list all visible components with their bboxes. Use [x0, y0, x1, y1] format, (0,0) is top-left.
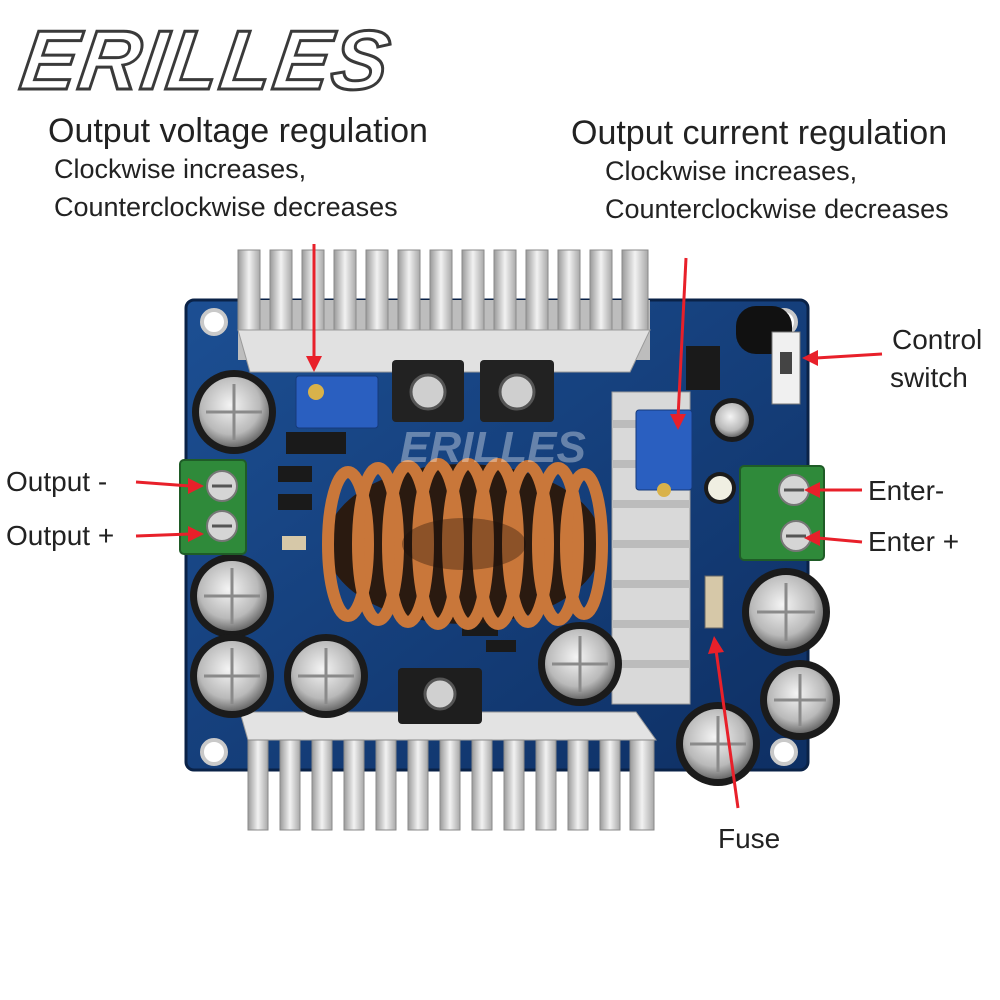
control-switch-label-line2: switch: [890, 362, 968, 393]
voltage-potentiometer: [295, 375, 379, 429]
arrow-output-plus: [135, 526, 204, 542]
bottom-heatsink: [239, 668, 657, 831]
current-regulation-title: Output current regulation: [571, 114, 948, 152]
arrow-output-minus: [135, 478, 204, 494]
arrow-voltage: [306, 244, 322, 372]
control-switch-label-line1: Control: [892, 324, 983, 355]
brand-watermark: ERILLES: [400, 423, 586, 472]
enter-minus-label: Enter-: [868, 475, 945, 506]
arrow-current: [670, 257, 688, 430]
voltage-regulation-title: Output voltage regulation: [48, 112, 428, 150]
arrow-enter-plus: [804, 530, 863, 546]
enter-plus-label: Enter +: [868, 526, 960, 557]
control-switch: [736, 306, 801, 405]
current-regulation-line1: Clockwise increases,: [605, 156, 858, 186]
brand-logo: ERILLES: [14, 12, 399, 109]
arrow-control-switch: [802, 350, 883, 366]
current-potentiometer: [635, 409, 693, 497]
top-heatsink: [237, 249, 651, 422]
capacitors: [190, 370, 840, 786]
toroid-inductor: [322, 458, 608, 630]
output-plus-label: Output +: [6, 520, 115, 551]
current-regulation-line2: Counterclockwise decreases: [605, 194, 949, 224]
fuse-label: Fuse: [718, 823, 781, 854]
arrow-fuse: [708, 636, 740, 809]
voltage-regulation-line2: Counterclockwise decreases: [54, 192, 398, 222]
smd-components: [278, 346, 724, 652]
arrow-enter-minus: [804, 482, 862, 498]
annotation-arrows: [135, 244, 883, 809]
output-minus-label: Output -: [6, 466, 108, 497]
input-terminal-block: [739, 465, 825, 561]
voltage-regulation-line1: Clockwise increases,: [54, 154, 307, 184]
